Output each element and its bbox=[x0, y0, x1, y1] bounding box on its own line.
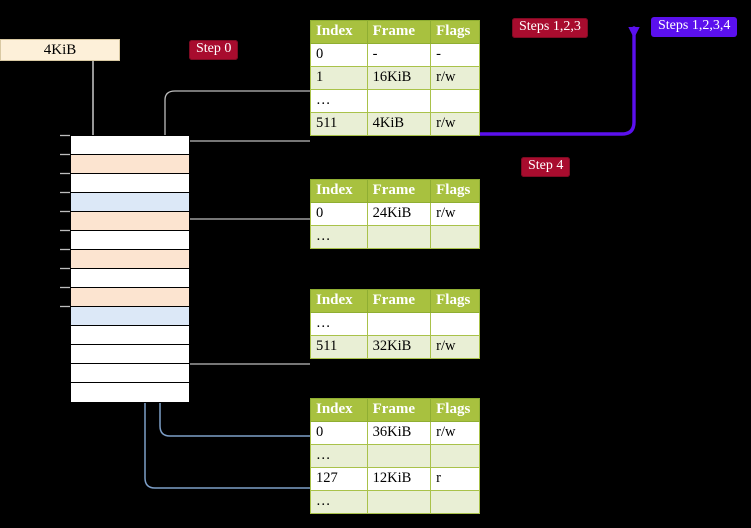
cell-index: 0 bbox=[310, 43, 368, 67]
memory-tick-marks bbox=[60, 134, 70, 308]
memory-frame-row bbox=[71, 326, 189, 345]
table-row: … bbox=[310, 312, 480, 336]
cell-frame: 24KiB bbox=[366, 202, 432, 226]
column-header-index: Index bbox=[310, 20, 368, 44]
cell-flags bbox=[430, 312, 480, 336]
memory-frame-row bbox=[71, 345, 189, 364]
cell-frame: 32KiB bbox=[366, 335, 432, 359]
memory-frame-row bbox=[71, 174, 189, 193]
memory-frame-row bbox=[71, 250, 189, 269]
column-header-index: Index bbox=[310, 398, 368, 422]
cell-flags bbox=[430, 225, 480, 249]
column-header-frame: Frame bbox=[366, 289, 432, 313]
memory-frame-row bbox=[71, 288, 189, 307]
cell-flags: r/w bbox=[430, 66, 480, 90]
cell-index: … bbox=[310, 89, 368, 113]
table-row: … bbox=[310, 490, 480, 514]
wire-pt127-to-memory bbox=[144, 331, 310, 489]
column-header-flags: Flags bbox=[430, 398, 480, 422]
table-row: … bbox=[310, 225, 480, 249]
wire-pd-to-memory bbox=[170, 314, 310, 365]
page-size-box: 4KiB bbox=[0, 39, 120, 61]
cell-flags bbox=[430, 444, 480, 468]
cell-frame: 36KiB bbox=[366, 421, 432, 445]
wire-pdpt-to-memory bbox=[175, 218, 310, 267]
table-row: 0-- bbox=[310, 43, 480, 67]
cell-frame: 16KiB bbox=[366, 66, 432, 90]
cell-index: … bbox=[310, 490, 368, 514]
cell-index: 127 bbox=[310, 467, 368, 491]
memory-frame-row bbox=[71, 307, 189, 326]
column-header-flags: Flags bbox=[430, 179, 480, 203]
cell-flags: r bbox=[430, 467, 480, 491]
memory-frame-row bbox=[71, 212, 189, 231]
column-header-index: Index bbox=[310, 179, 368, 203]
memory-frame-row bbox=[71, 383, 189, 402]
cell-flags bbox=[430, 89, 480, 113]
cell-index: … bbox=[310, 444, 368, 468]
memory-frame-row bbox=[71, 364, 189, 383]
table-row: … bbox=[310, 89, 480, 113]
wire-steps-loop bbox=[453, 26, 640, 136]
cell-frame bbox=[366, 444, 432, 468]
cell-frame bbox=[366, 490, 432, 514]
table-row: … bbox=[310, 444, 480, 468]
memory-frame-row bbox=[71, 136, 189, 155]
column-header-frame: Frame bbox=[366, 398, 432, 422]
badge-steps-1-2-3: Steps 1,2,3 bbox=[512, 18, 588, 38]
cell-index: … bbox=[310, 225, 368, 249]
cell-flags: r/w bbox=[430, 112, 480, 136]
cell-frame bbox=[366, 89, 432, 113]
memory-frame-row bbox=[71, 269, 189, 288]
cell-index: 0 bbox=[310, 202, 368, 226]
cell-frame bbox=[366, 225, 432, 249]
badge-step-0: Step 0 bbox=[189, 40, 239, 60]
column-header-index: Index bbox=[310, 289, 368, 313]
cell-index: … bbox=[310, 312, 368, 336]
cell-flags: r/w bbox=[430, 202, 480, 226]
column-header-frame: Frame bbox=[366, 20, 432, 44]
cell-frame: 4KiB bbox=[366, 112, 432, 136]
cell-index: 0 bbox=[310, 421, 368, 445]
cell-flags: - bbox=[430, 43, 480, 67]
column-header-flags: Flags bbox=[430, 20, 480, 44]
cell-frame bbox=[366, 312, 432, 336]
page-size-label: 4KiB bbox=[43, 41, 77, 58]
badge-step-4: Step 4 bbox=[521, 157, 571, 177]
memory-frame-row bbox=[71, 155, 189, 174]
cell-frame: - bbox=[366, 43, 432, 67]
cell-index: 511 bbox=[310, 335, 368, 359]
cell-flags: r/w bbox=[430, 335, 480, 359]
cell-index: 511 bbox=[310, 112, 368, 136]
wire-memory-to-pml4 bbox=[164, 90, 310, 140]
memory-frame-row bbox=[71, 193, 189, 212]
column-header-frame: Frame bbox=[366, 179, 432, 203]
cell-flags bbox=[430, 490, 480, 514]
cell-frame: 12KiB bbox=[366, 467, 432, 491]
physical-memory-grid bbox=[70, 135, 190, 403]
column-header-flags: Flags bbox=[430, 289, 480, 313]
memory-frame-row bbox=[71, 231, 189, 250]
cell-flags: r/w bbox=[430, 421, 480, 445]
cell-index: 1 bbox=[310, 66, 368, 90]
badge-steps-1-2-3-4: Steps 1,2,3,4 bbox=[651, 17, 738, 37]
wire-pt0-to-memory bbox=[159, 211, 310, 437]
